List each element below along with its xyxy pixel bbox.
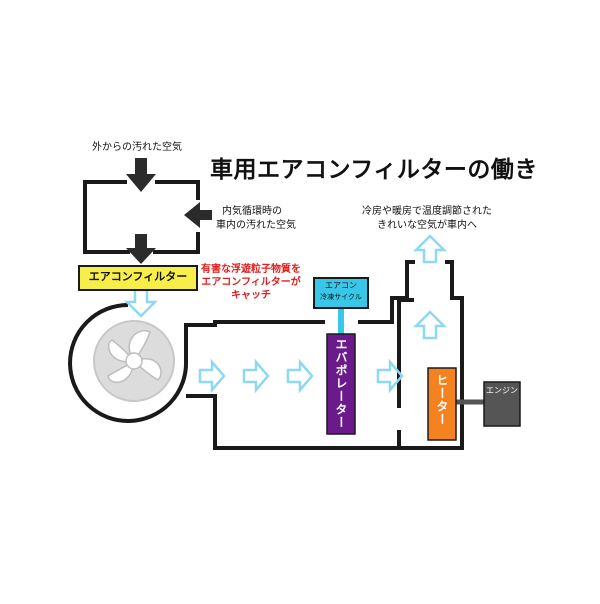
- cycle-box: [313, 277, 369, 309]
- recirc-air-label-2: 車内の汚れた空気: [216, 220, 296, 231]
- light-blue-arrow-icon: [123, 234, 448, 394]
- recirc-air-label-1: 内気循環時の: [222, 206, 282, 217]
- filter-label: エアコンフィルター: [88, 270, 188, 283]
- clean-air-label-2: きれいな空気が車内へ: [377, 220, 477, 231]
- catch-label-3: キャッチ: [231, 290, 271, 301]
- evaporator-box: [326, 333, 356, 435]
- diagram-title: 車用エアコンフィルターの働き: [210, 157, 538, 183]
- cycle-label-1: エアコン: [325, 281, 357, 290]
- intake-duct: [83, 180, 200, 254]
- heater-label: ヒーター: [435, 374, 449, 426]
- fan-blower-icon: [93, 320, 175, 402]
- black-left-arrow-icon: [184, 202, 212, 228]
- black-down-arrow-icon: [126, 234, 156, 264]
- engine-label: エンジン: [486, 386, 518, 395]
- engine-box: [483, 381, 521, 427]
- catch-label-2: エアコンフィルターが: [201, 277, 301, 288]
- filter-box: [78, 265, 198, 291]
- clean-air-label-1: 冷房や暖房で温度調節された: [362, 206, 492, 217]
- outside-air-label: 外からの汚れた空気: [92, 142, 182, 153]
- heater-box: [427, 367, 457, 441]
- black-down-arrow-icon: [126, 158, 156, 192]
- evaporator-label: エバポレーター: [334, 338, 348, 429]
- catch-label-1: 有害な浮遊粒子物質を: [201, 264, 301, 275]
- cycle-label-2: 冷凍サイクル: [320, 293, 362, 301]
